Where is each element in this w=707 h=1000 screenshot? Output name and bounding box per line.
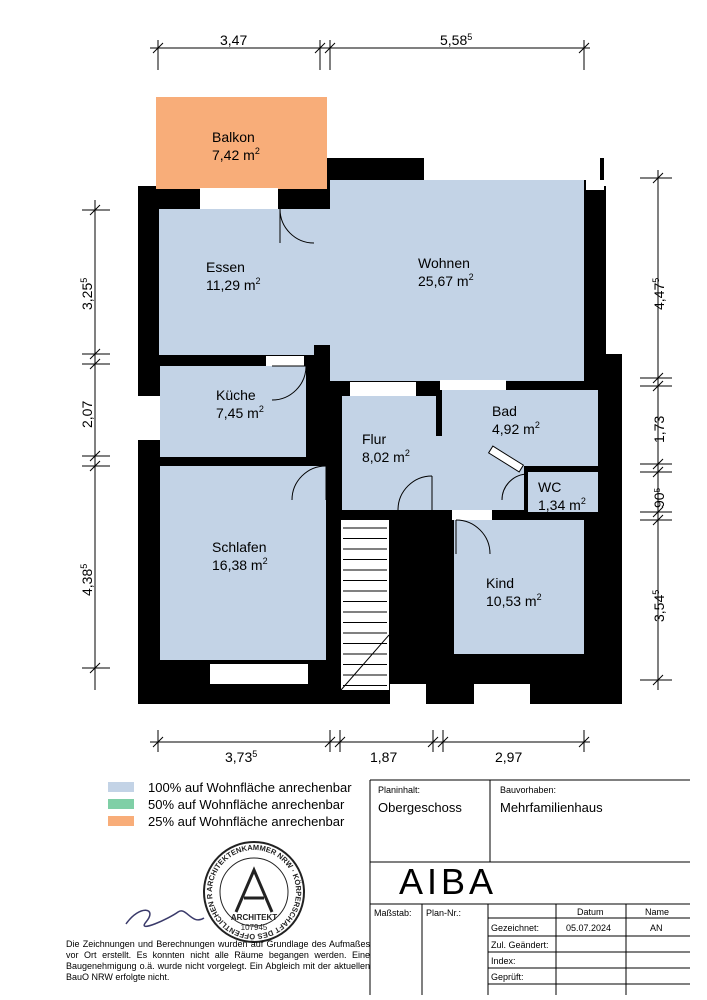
dim-left-bottom: 4,385	[79, 564, 95, 596]
room-fill-kind	[454, 520, 584, 654]
gezeichnet-label: Gezeichnet:	[491, 923, 540, 933]
room-area-wc: 1,34 m2	[538, 496, 586, 513]
room-fill-balkon	[156, 97, 327, 189]
bauvorhaben-value: Mehrfamilienhaus	[500, 800, 603, 815]
room-fills	[156, 97, 598, 660]
room-area-flur: 8,02 m2	[362, 448, 410, 465]
room-area-wohnen: 25,67 m2	[418, 272, 474, 289]
legend-swatch-25	[108, 816, 134, 826]
room-fill-bad	[442, 390, 598, 466]
gezeichnet-name: AN	[650, 923, 663, 933]
room-fill-wohnen	[330, 180, 584, 381]
dim-bottom-right: 2,97	[495, 749, 522, 765]
legend-text-100: 100% auf Wohnfläche anrechenbar	[148, 780, 352, 795]
room-fill-wohnen	[314, 209, 334, 345]
room-fill-wc	[528, 472, 598, 512]
massstab-label: Maßstab:	[374, 908, 412, 918]
legend-swatch-50	[108, 799, 134, 809]
room-name-essen: Essen	[206, 259, 245, 275]
planinhalt-label: Planinhalt:	[378, 785, 421, 795]
room-area-kind: 10,53 m2	[486, 592, 542, 609]
geaendert-label: Zul. Geändert:	[491, 940, 549, 950]
disclaimer-text: Die Zeichnungen und Berechnungen wurden …	[66, 939, 370, 982]
dim-top-left: 3,47	[220, 32, 247, 48]
room-fill-schlafen	[160, 466, 326, 660]
staircase	[340, 520, 438, 691]
room-name-balkon: Balkon	[212, 129, 255, 145]
room-area-kueche: 7,45 m2	[216, 404, 264, 421]
dimension-lines	[82, 40, 672, 752]
room-name-bad: Bad	[492, 403, 517, 419]
dim-right-top: 4,475	[651, 278, 667, 310]
bad-door	[487, 445, 525, 473]
room-area-essen: 11,29 m2	[206, 276, 261, 293]
stamp-title: ARCHITEKT	[231, 913, 277, 922]
room-name-schlafen: Schlafen	[212, 539, 266, 555]
room-area-bad: 4,92 m2	[492, 420, 540, 437]
room-name-flur: Flur	[362, 431, 386, 447]
dim-right-small: 905	[651, 487, 667, 508]
room-labels: Balkon 7,42 m2 Essen 11,29 m2 Wohnen 25,…	[206, 129, 586, 609]
plannr-label: Plan-Nr.:	[426, 908, 462, 918]
bauvorhaben-label: Bauvorhaben:	[500, 785, 557, 795]
stamp-number: 107945	[241, 923, 268, 932]
legend-swatch-100	[108, 782, 134, 792]
dim-right-mid: 1,73	[651, 416, 667, 443]
room-fill-küche	[160, 366, 306, 457]
dim-left-mid: 2,07	[79, 401, 95, 428]
title-block-frame	[369, 779, 690, 995]
signature-drawing	[125, 909, 205, 928]
gezeichnet-datum: 05.07.2024	[566, 923, 612, 933]
datum-header: Datum	[577, 907, 604, 917]
room-name-wc: WC	[538, 479, 561, 495]
room-name-kind: Kind	[486, 575, 514, 591]
room-area-balkon: 7,42 m2	[212, 146, 260, 163]
room-area-schlafen: 16,38 m2	[212, 556, 268, 573]
room-name-wohnen: Wohnen	[418, 255, 470, 271]
dim-left-top: 3,255	[79, 278, 95, 310]
legend-text-50: 50% auf Wohnfläche anrechenbar	[148, 797, 345, 812]
room-fill-essen	[159, 209, 314, 355]
door-swings	[271, 208, 529, 555]
stamp-emblem	[234, 866, 274, 913]
name-header: Name	[645, 907, 670, 917]
dim-right-bottom: 3,545	[651, 590, 667, 622]
room-name-kueche: Küche	[216, 387, 256, 403]
dim-bottom-mid: 1,87	[370, 749, 397, 765]
windows	[138, 158, 604, 704]
legend-text-25: 25% auf Wohnfläche anrechenbar	[148, 814, 345, 829]
aiba-logo: AIBA	[399, 861, 497, 902]
geprueft-label: Geprüft:	[491, 972, 524, 982]
index-label: Index:	[491, 956, 516, 966]
planinhalt-value: Obergeschoss	[378, 800, 462, 815]
room-fill-flur	[342, 396, 436, 510]
dim-bottom-left: 3,735	[225, 749, 257, 765]
dim-top-right: 5,585	[440, 32, 472, 48]
